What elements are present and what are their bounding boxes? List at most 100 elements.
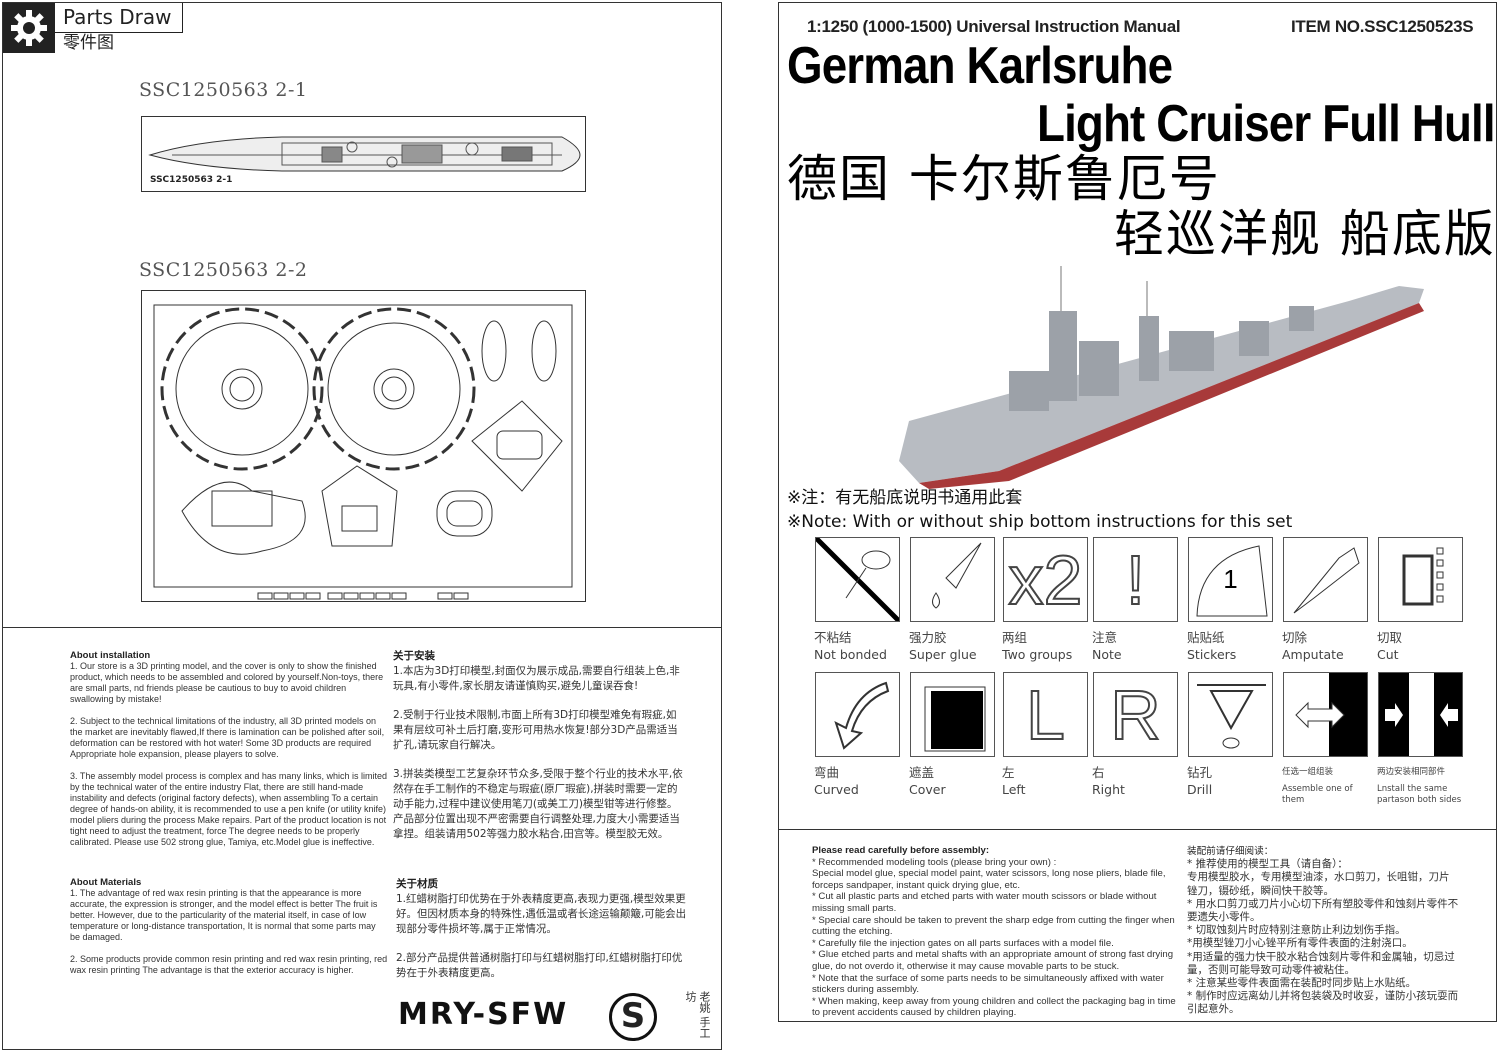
instruction-line: *用适量的强力快干胶水粘合蚀刻片零件和金属轴，切忌过量，否则可能导致可动零件被粘… [1187,950,1455,976]
installation-en-para: 1. Our store is a 3D printing model, and… [70,661,384,704]
assemble-one-icon [1283,672,1368,757]
instruction-line: Special model glue, special model paint,… [812,868,1166,891]
icon-glyph: 1 [1223,564,1238,594]
title-en-line2: Light Cruiser Full Hull [1037,95,1496,153]
title-en-line1: German Karlsruhe [787,37,1173,95]
icon-label-cn: 贴贴纸 [1187,630,1225,645]
gear-icon [3,3,55,53]
instruction-line: * Glue etched parts and metal shafts wit… [812,949,1174,972]
icon-label-cn: 钻孔 [1187,765,1213,780]
instruction-line: 专用模型胶水，专用模型油漆，水口剪刀，长咀钳，刀片锉刀，镊砂纸，瞬间快干胶等。 [1187,871,1450,897]
parts-drawing [153,304,573,600]
icon-label: 贴贴纸 Stickers [1187,629,1277,663]
icon-label-cn: 遮盖 [909,765,935,780]
icon-label-en: Cover [909,782,946,797]
item-number: ITEM NO.SSC1250523S [1291,17,1474,36]
icon-glyph: ! [1125,540,1146,620]
icon-glyph: L [1025,675,1066,755]
icon-label-en: Stickers [1187,647,1237,662]
icon-label: 注意 Note [1092,629,1182,663]
instruction-line: * 切取蚀刻片时应特别注意防止利边划伤手指。 [1187,924,1406,937]
cut-icon [1378,537,1463,622]
icon-label-cn: 左 [1002,765,1015,780]
icon-label-en: Amputate [1282,647,1344,662]
icon-label: 任选一组组装 Assemble one of them [1282,767,1374,806]
installation-cn-para: 3.拼装类模型工艺复杂环节众多,受限于整个行业的技术水平,依然存在手工制作的不稳… [393,768,683,840]
icon-label-cn: 右 [1092,765,1105,780]
icon-label-en: Two groups [1002,647,1073,662]
instruction-line: * When making, keep away from young chil… [812,995,1176,1019]
instruction-line: * 用水口剪刀或刀片小心切下所有塑胶零件和蚀刻片零件不要遗失小零件。 [1187,897,1459,924]
icon-label: 两边安装相同部件 Lnstall the same partason both s… [1377,767,1469,806]
icon-label-en: Drill [1187,782,1213,797]
curved-icon [815,672,900,757]
icon-label-cn: 弯曲 [814,765,840,780]
drill-icon [1188,672,1273,757]
installation-en-section: About installation 1. Our store is a 3D … [70,650,388,859]
installation-cn-section: 关于安装 1.本店为3D打印模型,封面仅为展示成品,需要自行组装上色,非玩具,有… [393,649,685,856]
icon-label: 弯曲 Curved [814,764,904,798]
icon-label-en: Note [1092,647,1122,662]
materials-en-para: 1. The advantage of red wax resin printi… [70,888,378,942]
amputate-icon [1283,537,1368,622]
icon-label-cn: 两组 [1002,630,1028,645]
install-both-icon [1378,672,1463,757]
note-en: ※Note: With or without ship bottom instr… [787,512,1293,532]
icon-label-en: Curved [814,782,859,797]
icon-label-cn: 切除 [1282,630,1308,645]
instruction-line: * Cut all plastic parts and etched parts… [812,891,1157,914]
ship-render [899,266,1424,489]
installation-cn-para: 1.本店为3D打印模型,封面仅为展示成品,需要自行组装上色,非玩具,有小零件,家… [393,665,680,692]
icon-glyph: R [1109,675,1162,755]
scale-line: 1:1250 (1000-1500) Universal Instruction… [807,17,1181,36]
materials-en-title: About Materials [70,877,142,888]
sheet-2-1: SSC1250563 2-1 [141,116,586,192]
materials-cn-section: 关于材质 1.红蜡树脂打印优势在于外表精度更高,表现力更强,模型效果更好。但因材… [396,877,688,995]
icon-label: 两组 Two groups [1002,629,1092,663]
note-icon: ! [1093,537,1178,622]
note-cn: ※注：有无船底说明书通用此套 [787,488,1023,508]
two-groups-icon: x2 [1003,537,1088,622]
seal-logo: 老姚 手工坊 [684,991,711,1039]
title-cn-line2: 轻巡洋舰 船底版 [1114,205,1496,263]
section-divider [779,829,1496,830]
instruction-line: * Note that the surface of some parts ne… [812,972,1164,996]
parts-draw-header: Parts Draw [3,3,183,53]
icon-label: 强力胶 Super glue [909,629,999,663]
sheet-label-2-1: SSC1250563 2-1 [139,79,308,101]
right-icon: R [1093,672,1178,757]
icon-label-en: Cut [1377,647,1399,662]
icon-glyph: x2 [1008,540,1084,620]
installation-cn-para: 2.受制于行业技术限制,市面上所有3D打印模型难免有瑕疵,如果有层纹可补土后打磨… [393,709,678,751]
stickers-icon: 1 [1188,537,1273,622]
icon-label-cn: 任选一组组装 [1282,767,1334,777]
section-divider [3,627,721,628]
icon-label-en: Lnstall the same partason both sides [1377,784,1462,805]
icon-label: 钻孔 Drill [1187,764,1277,798]
instruction-line: * 推荐使用的模型工具（请自备）： [1187,858,1348,871]
installation-en-para: 2. Subject to the technical limitations … [70,716,385,759]
brand-s-emblem: S [609,993,657,1041]
icon-label-cn: 不粘结 [814,630,852,645]
icon-label-en: Left [1002,782,1026,797]
read-before-en: Please read carefully before assembly: *… [812,845,1177,1019]
icon-label-en: Super glue [909,647,977,662]
cover-icon [910,672,995,757]
icon-label-cn: 强力胶 [909,630,947,645]
sheet-2-1-inner-label: SSC1250563 2-1 [150,175,233,185]
installation-en-title: About installation [70,650,151,661]
instruction-line: * Recommended modeling tools (please bri… [812,856,1057,868]
icon-label-en: Assemble one of them [1282,784,1353,805]
read-before-en-title: Please read carefully before assembly: [812,845,990,856]
materials-en-section: About Materials 1. The advantage of red … [70,877,388,987]
left-icon: L [1003,672,1088,757]
materials-cn-para: 2.部分产品提供普通树脂打印与红蜡树脂打印,红蜡树脂打印优势在于外表精度更高。 [396,952,683,979]
materials-en-para: 2. Some products provide common resin pr… [70,954,388,975]
instruction-line: * 制作时应远离幼儿并将包装袋及时收妥，谨防小孩玩耍而引起意外。 [1187,990,1459,1016]
parts-draw-subtitle: 零件图 [63,33,114,53]
icon-label: 左 Left [1002,764,1092,798]
super-glue-icon [910,537,995,622]
sheet-2-2 [141,290,586,602]
icon-label-cn: 两边安装相同部件 [1377,767,1446,777]
icon-label-cn: 注意 [1092,630,1118,645]
